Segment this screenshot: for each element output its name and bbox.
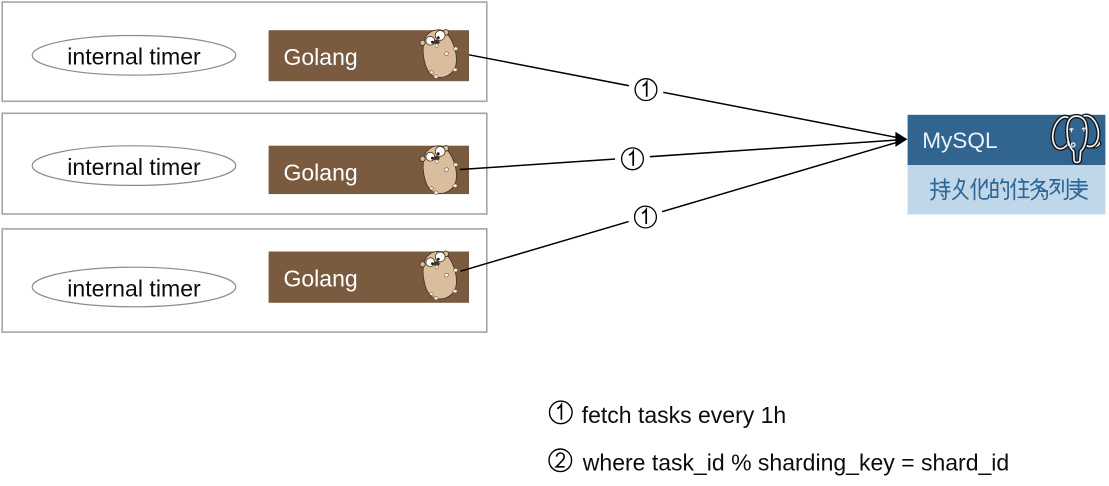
svg-text:where task_id % sharding_key =: where task_id % sharding_key = shard_id [582, 450, 1009, 476]
svg-text:MySQL: MySQL [922, 128, 997, 153]
svg-text:internal timer: internal timer [67, 275, 201, 301]
svg-text:fetch tasks every 1h: fetch tasks every 1h [582, 402, 787, 428]
svg-text:Golang: Golang [284, 44, 358, 70]
svg-text:Golang: Golang [284, 160, 358, 186]
svg-text:internal timer: internal timer [67, 154, 201, 180]
svg-text:internal timer: internal timer [67, 44, 201, 70]
svg-text:Golang: Golang [284, 266, 358, 292]
